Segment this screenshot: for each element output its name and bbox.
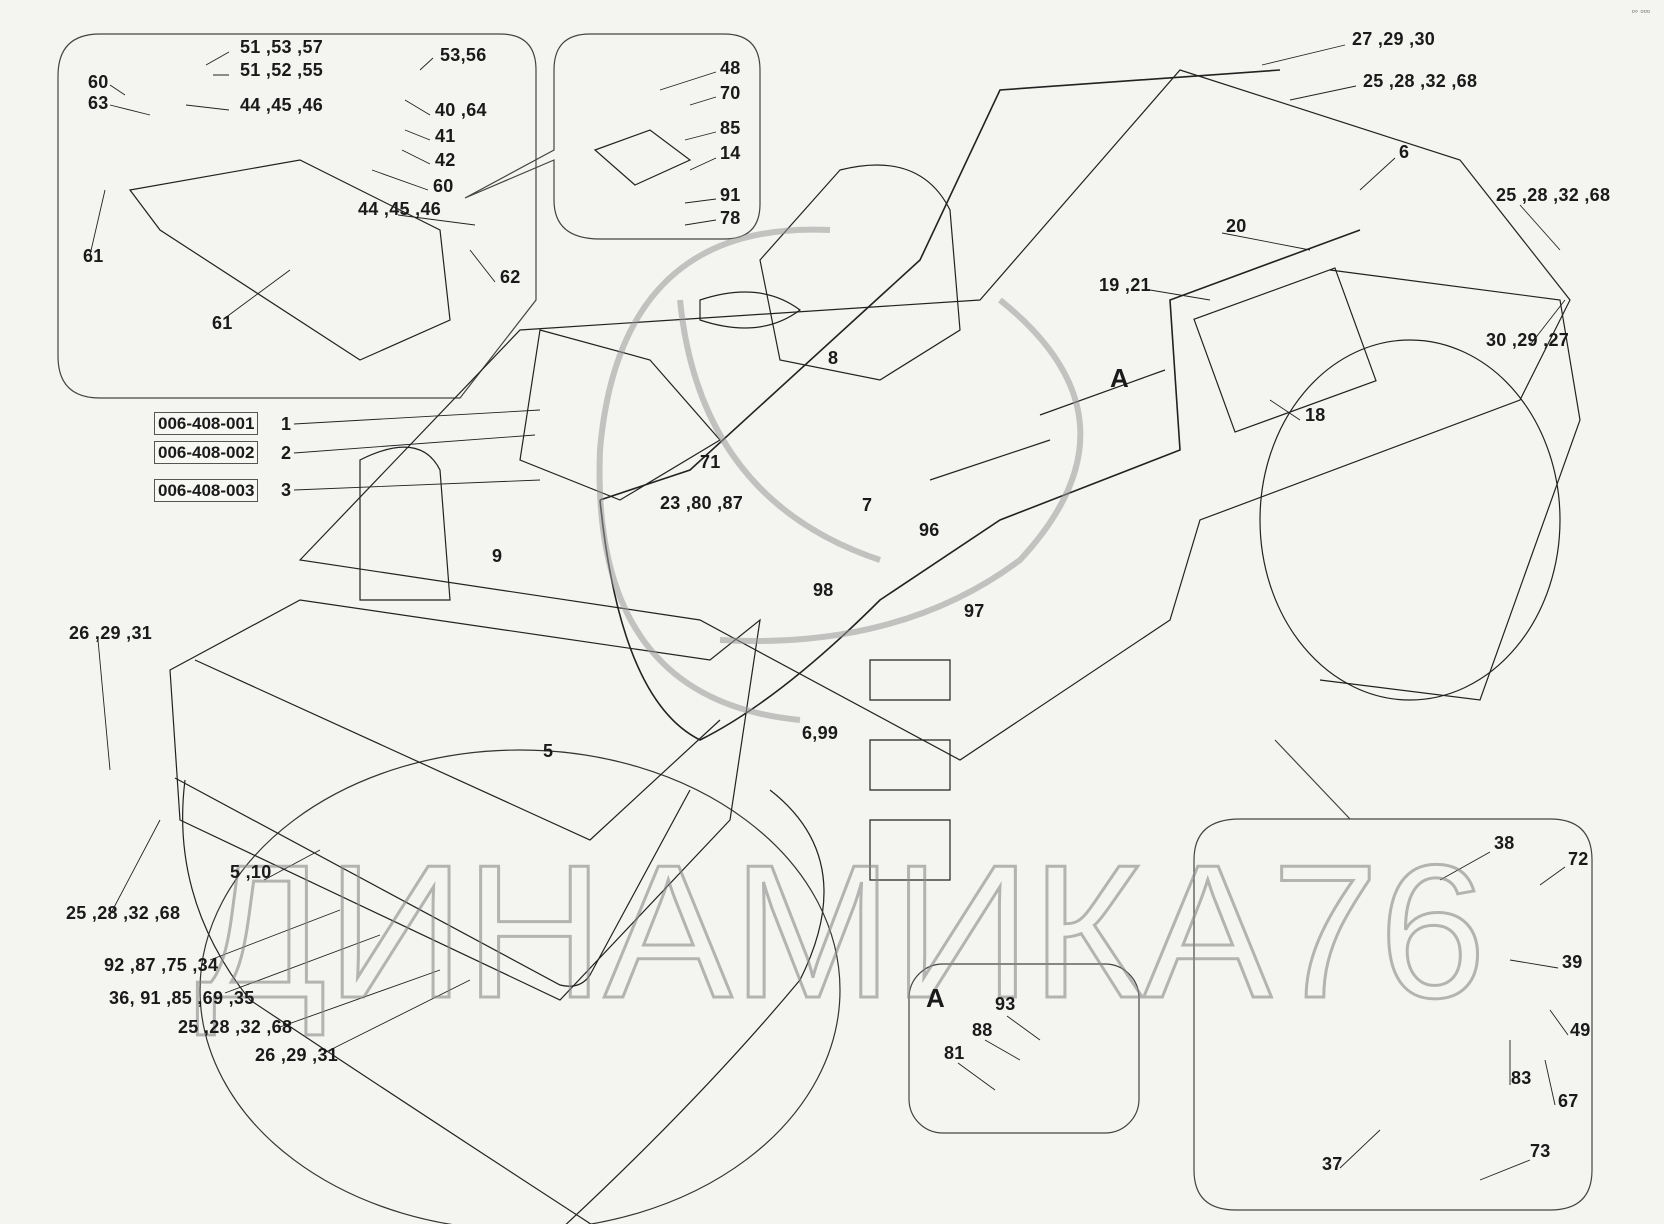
callout-label: 27 ,29 ,30: [1352, 29, 1436, 49]
detail-a-title: A: [926, 983, 946, 1013]
callout-label: 73: [1530, 1141, 1551, 1161]
callout-label: 71: [700, 452, 721, 472]
callout-label: 37: [1322, 1154, 1343, 1174]
callout-label: 85: [720, 118, 741, 138]
callout-label: 61: [83, 246, 104, 266]
callout-label: 67: [1558, 1091, 1579, 1111]
callout-label: 97: [964, 601, 985, 621]
detail-a-marker: A: [1110, 363, 1130, 393]
step-ladder: [869, 659, 951, 881]
battery: [1193, 267, 1377, 433]
callout-label: 81: [944, 1043, 965, 1063]
fuel-tank: [359, 446, 451, 601]
callout-label: 39: [1562, 952, 1583, 972]
sensor-plate: [593, 129, 692, 186]
part-number-box: 006-408-003: [154, 479, 259, 502]
callout-label: 36, 91 ,85 ,69 ,35: [109, 988, 255, 1008]
watermark-text: ДИНАМИКА76: [196, 826, 1486, 1038]
callout-label: 63: [88, 93, 109, 113]
callout-label: 88: [972, 1020, 993, 1040]
callout-label: 5: [543, 741, 554, 761]
callout-label: 20: [1226, 216, 1247, 236]
callout-label: 93: [995, 994, 1016, 1014]
callout-label: 60: [433, 176, 454, 196]
callout-label: 70: [720, 83, 741, 103]
front-drum-outline: [182, 779, 825, 1224]
detail-a-frame: [908, 963, 1140, 1134]
seat: [759, 164, 961, 381]
callout-label: 42: [435, 150, 456, 170]
socket-detail-frame: [1193, 739, 1593, 1211]
callout-label: 38: [1494, 833, 1515, 853]
rear-drum: [1259, 339, 1561, 701]
callout-label: 6,99: [802, 723, 839, 743]
callout-label: 25 ,28 ,32 ,68: [178, 1017, 293, 1037]
callout-label: 91: [720, 185, 741, 205]
callout-label: 96: [919, 520, 940, 540]
part-number-box: 006-408-001: [154, 412, 259, 435]
callout-label: 9: [492, 546, 503, 566]
console-body: [128, 159, 451, 361]
callout-label: 3: [281, 480, 292, 500]
callout-label: 44 ,45 ,46: [358, 199, 442, 219]
callout-label: 48: [720, 58, 741, 78]
callout-label: 25 ,28 ,32 ,68: [1496, 185, 1611, 205]
callout-label: 18: [1305, 405, 1326, 425]
callout-label: 60: [88, 72, 109, 92]
callout-label: 83: [1511, 1068, 1532, 1088]
callout-label: 30 ,29 ,27: [1486, 330, 1570, 350]
front-light-harness: [174, 777, 691, 987]
callout-label: 78: [720, 208, 741, 228]
callout-label: 23 ,80 ,87: [660, 493, 744, 513]
callout-label: 53,56: [440, 45, 487, 65]
callout-label: 40 ,64: [435, 100, 487, 120]
callout-label: 44 ,45 ,46: [240, 95, 324, 115]
callout-label: 14: [720, 143, 741, 163]
callout-label: 51 ,53 ,57: [240, 37, 324, 57]
wiring-harness: [599, 69, 1361, 741]
part-number-box: 006-408-002: [154, 441, 259, 464]
main-frame: [298, 69, 1571, 761]
console-detail-frame: [57, 33, 537, 399]
callout-label: 2: [281, 443, 292, 463]
steering-wheel: [699, 291, 802, 329]
callout-label: 5 ,10: [230, 862, 272, 882]
front-drum: [199, 749, 841, 1224]
watermark-logo: [596, 226, 1084, 723]
callout-label: 26 ,29 ,31: [255, 1045, 339, 1065]
callout-label: 98: [813, 580, 834, 600]
callout-label: 92 ,87 ,75 ,34: [104, 955, 219, 975]
callout-label: 19 ,21: [1099, 275, 1151, 295]
callout-label: 7: [862, 495, 873, 515]
callout-label: 25 ,28 ,32 ,68: [66, 903, 181, 923]
callout-label: 49: [1570, 1020, 1591, 1040]
callout-label: 72: [1568, 849, 1589, 869]
rear-frame: [1319, 269, 1581, 701]
dashboard-module: [519, 329, 721, 501]
callout-label: 61: [212, 313, 233, 333]
callout-label: 8: [828, 348, 839, 368]
corner-mark: ▫︎◦ ▫︎▫︎▫︎: [1631, 6, 1650, 16]
front-bumper: [194, 659, 721, 841]
callout-label: 51 ,52 ,55: [240, 60, 324, 80]
sensor-detail-frame: [464, 33, 761, 240]
callout-label: 25 ,28 ,32 ,68: [1363, 71, 1478, 91]
callout-label: 6: [1399, 142, 1410, 162]
callout-label: 1: [281, 414, 292, 434]
callout-label: 26 ,29 ,31: [69, 623, 153, 643]
front-frame: [169, 599, 761, 1001]
callout-label: 41: [435, 126, 456, 146]
callout-label: 62: [500, 267, 521, 287]
